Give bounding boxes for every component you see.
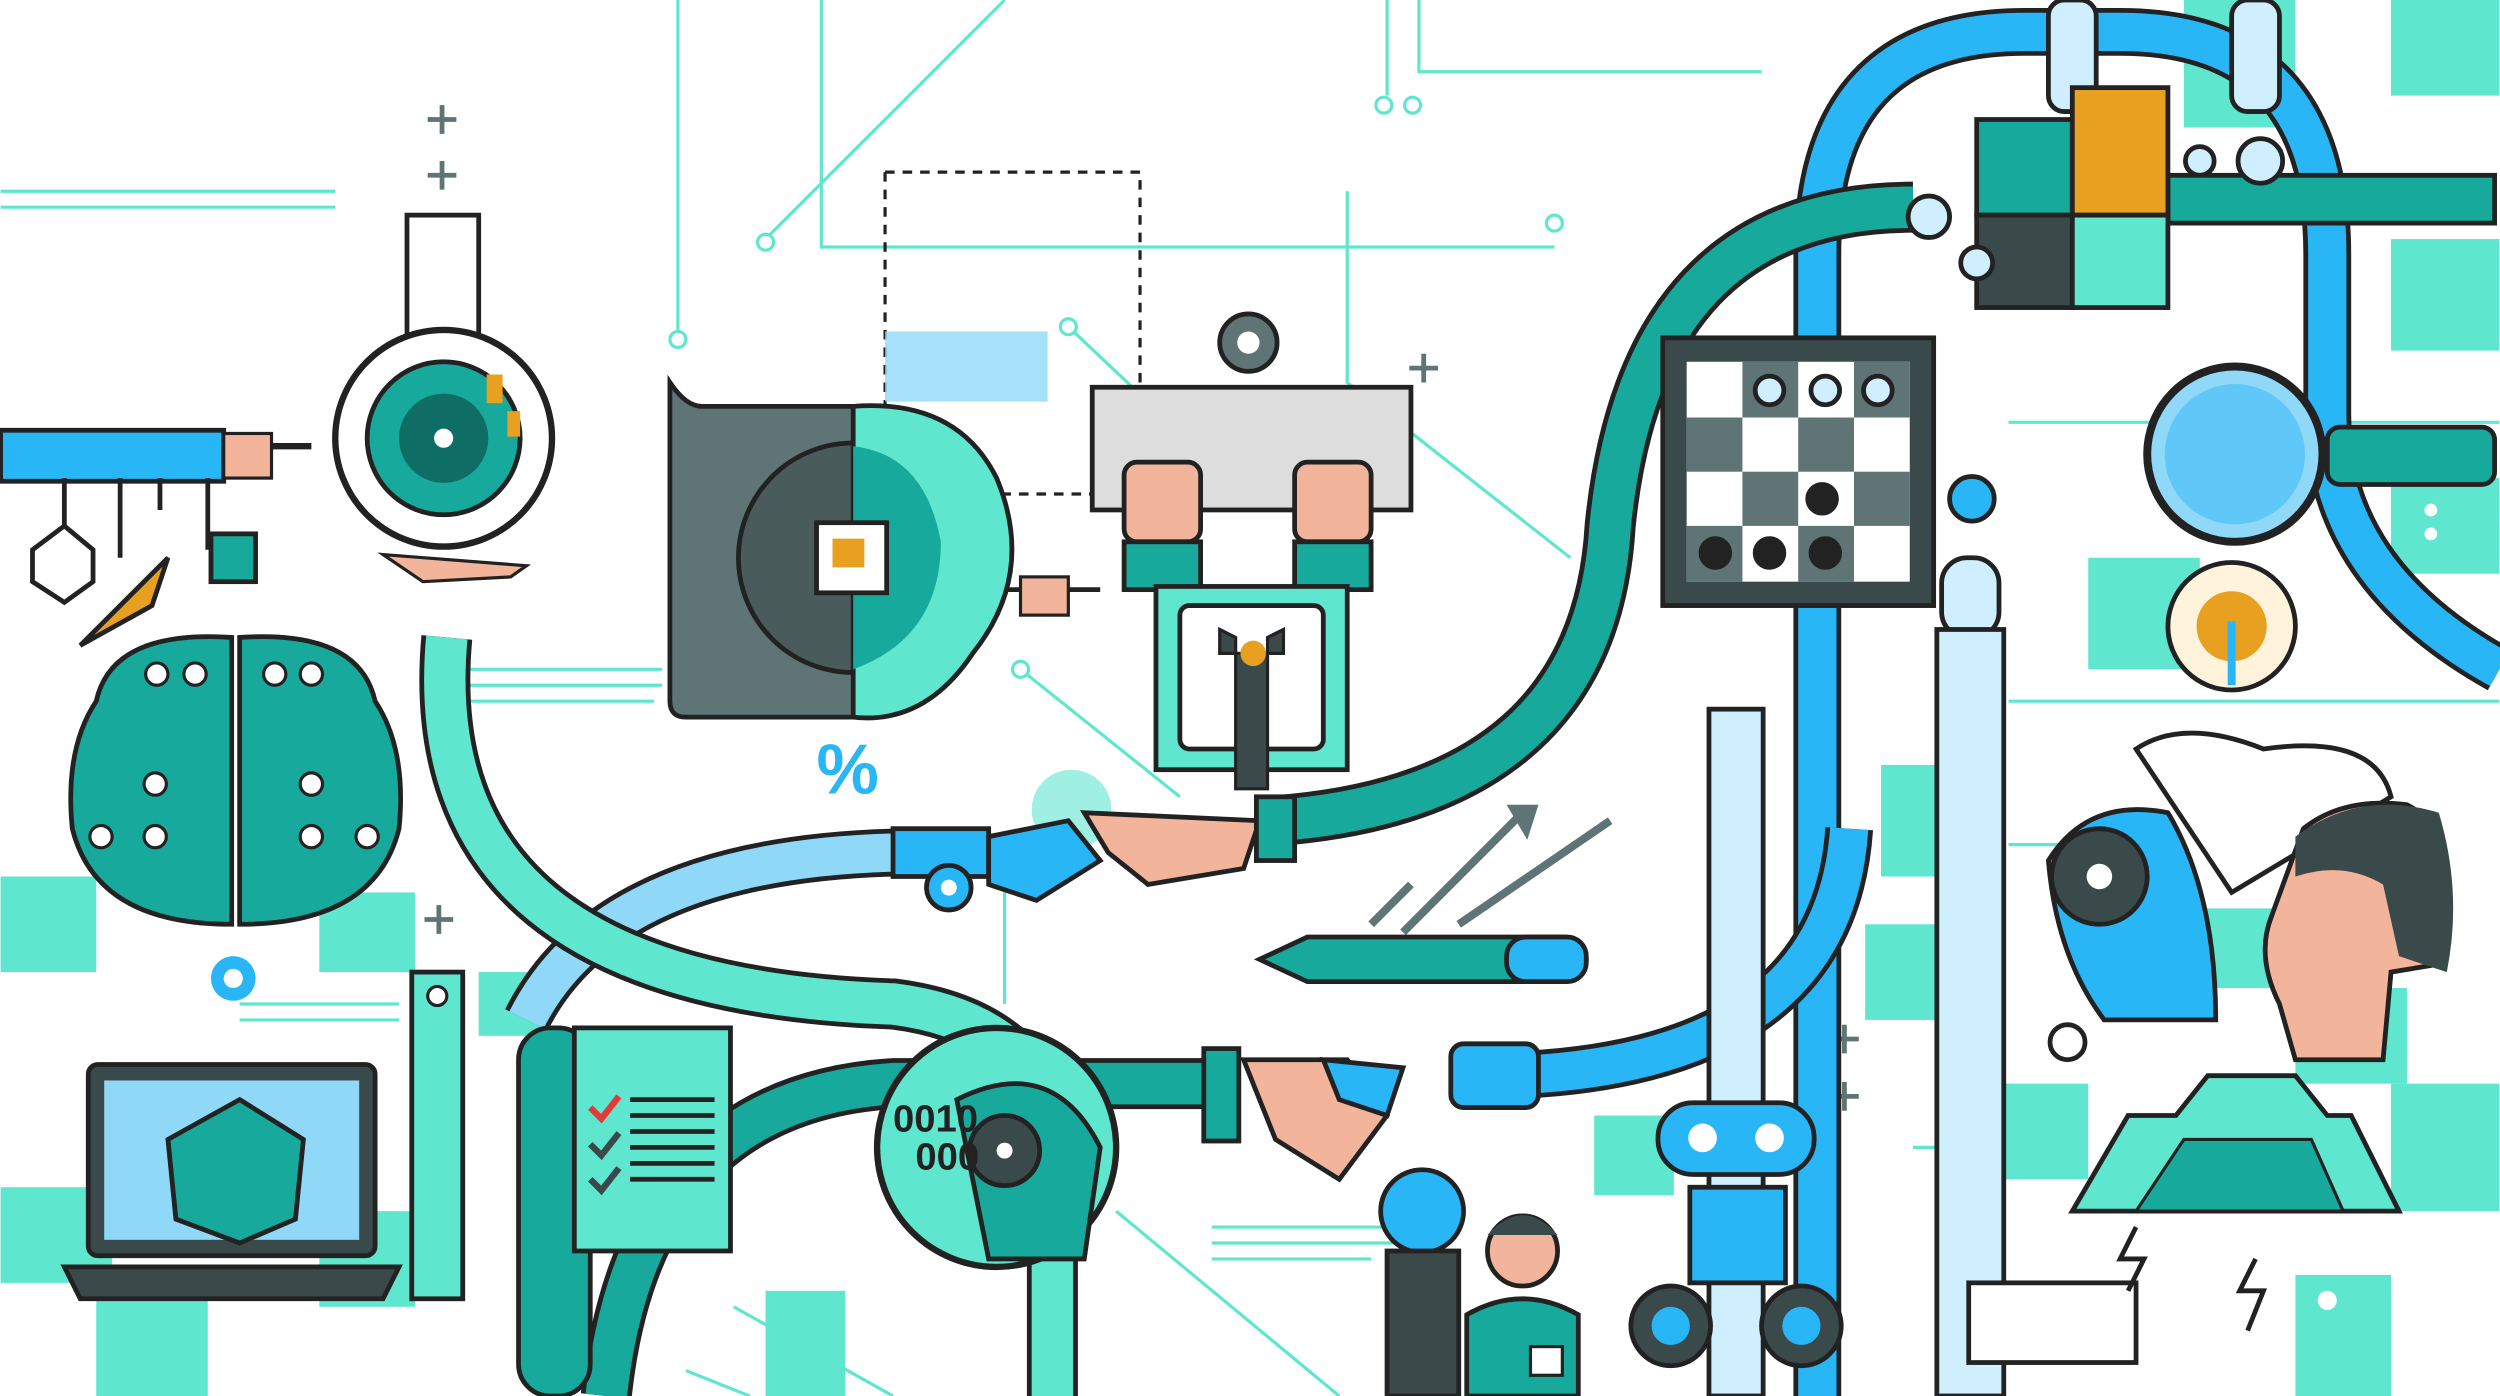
binary-text-line-2: 000	[915, 1136, 979, 1179]
connector-nodes	[1905, 136, 2286, 282]
gear-icon	[2304, 1278, 2350, 1323]
pipe-connector	[2229, 0, 2282, 114]
robot-head-right	[2045, 730, 2394, 1063]
chess-board	[1660, 335, 2002, 640]
storm-cloud	[2068, 1073, 2403, 1332]
pipe-top-right	[2165, 172, 2497, 226]
handshake-lower	[1201, 1041, 1541, 1183]
person-head	[2262, 800, 2454, 1063]
pillar	[1934, 627, 2007, 1396]
robot-binary-circle	[873, 1024, 1120, 1271]
ruler	[409, 969, 466, 1302]
vault-brain	[667, 374, 1101, 721]
percent-symbol: %	[817, 731, 879, 809]
robotic-arm-left	[0, 427, 312, 648]
magnifying-glass-icon	[2143, 362, 2497, 546]
circuit-brain	[68, 634, 403, 927]
gear-icon	[210, 956, 256, 1001]
robot-small	[1378, 1167, 1466, 1396]
person-with-glasses	[1464, 1213, 1581, 1396]
handshake-center	[890, 769, 1298, 913]
puzzle-pieces	[1974, 85, 2171, 310]
laptop	[60, 1062, 403, 1302]
arrow-head	[1506, 804, 1539, 840]
checklist-document	[516, 1025, 733, 1396]
flask-with-brain	[332, 212, 556, 584]
binary-text-line-1: 0010	[893, 1097, 978, 1140]
barcode	[1966, 1280, 2139, 1365]
pencil	[1253, 934, 1589, 985]
pillar	[1706, 706, 1766, 1396]
barcode-panel	[885, 331, 1048, 402]
wheeled-robot	[1628, 1100, 1844, 1369]
growth-arrows	[1368, 809, 1613, 936]
lightbulb-icon	[2165, 560, 2298, 693]
keyboard-with-hands	[1089, 311, 1414, 791]
circuit-nodes	[668, 95, 2441, 679]
